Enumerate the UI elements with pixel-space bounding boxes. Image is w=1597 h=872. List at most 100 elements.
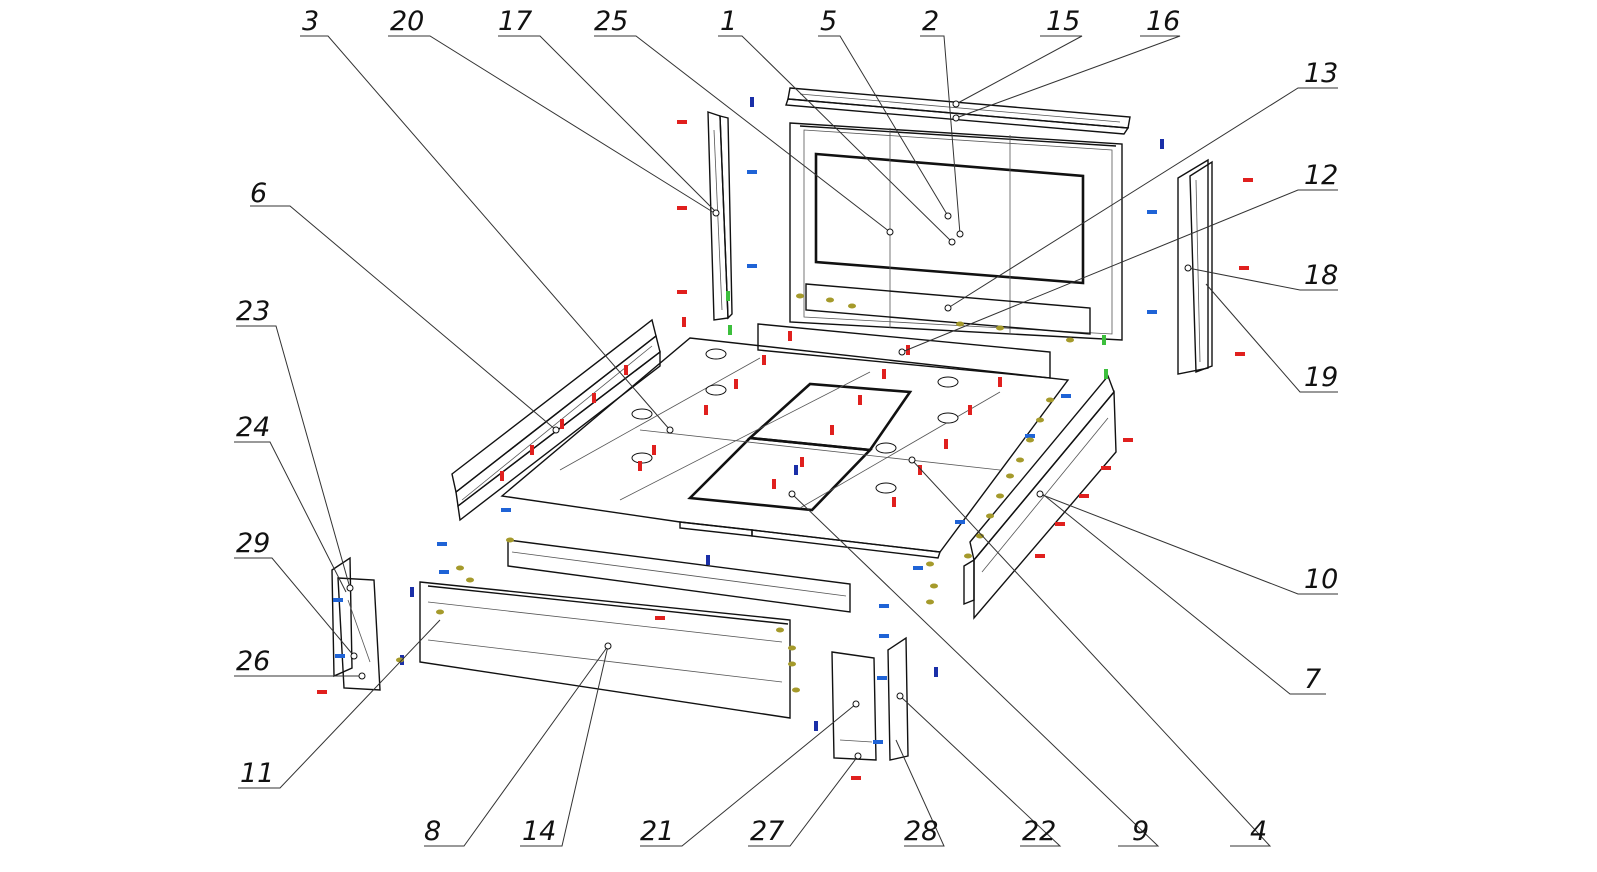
part-label-26: 26 [236, 646, 270, 677]
fastener-mark [1235, 352, 1245, 356]
part-label-16: 16 [1146, 6, 1180, 37]
fastener-mark [677, 120, 687, 124]
hardware-fasteners [317, 97, 1253, 780]
left-side-rail [451, 318, 661, 522]
fastener-mark [560, 419, 564, 429]
fastener-mark [877, 676, 887, 680]
part-label-13: 13 [1304, 58, 1338, 89]
fastener-mark [879, 634, 889, 638]
part-label-20: 20 [390, 6, 424, 37]
leader-lines [234, 35, 1338, 847]
fastener-mark [892, 497, 896, 507]
fastener-mark [918, 465, 922, 475]
part-label-28: 28 [904, 816, 938, 847]
fastener-mark [1101, 466, 1111, 470]
cam-lock-mark [1036, 417, 1044, 423]
front-cross-beam [507, 539, 851, 613]
fastener-mark [437, 542, 447, 546]
fastener-mark [592, 393, 596, 403]
cam-lock-mark [826, 297, 834, 303]
fastener-mark [706, 555, 710, 565]
part-label-18: 18 [1304, 260, 1338, 291]
part-label-17: 17 [498, 6, 532, 37]
cam-lock-mark [788, 645, 796, 651]
fastener-mark [728, 325, 732, 335]
part-label-24: 24 [236, 412, 270, 443]
fastener-mark [624, 365, 628, 375]
right-side-rail [963, 374, 1117, 620]
cam-lock-mark [930, 583, 938, 589]
part-label-4: 4 [1250, 816, 1267, 847]
fastener-mark [944, 439, 948, 449]
cam-lock-mark [926, 561, 934, 567]
cam-lock-mark [1066, 337, 1074, 343]
fastener-mark [726, 291, 730, 301]
fastener-mark [788, 331, 792, 341]
fastener-mark [1025, 434, 1035, 438]
fastener-mark [677, 206, 687, 210]
fastener-mark [704, 405, 708, 415]
part-label-2: 2 [922, 6, 939, 37]
cam-lock-mark [964, 553, 972, 559]
fastener-mark [655, 616, 665, 620]
cam-lock-mark [1006, 473, 1014, 479]
cam-lock-mark [466, 577, 474, 583]
cam-lock-mark [1026, 437, 1034, 443]
fastener-mark [955, 520, 965, 524]
fastener-mark [1147, 210, 1157, 214]
part-label-29: 29 [236, 528, 270, 559]
fastener-mark [800, 457, 804, 467]
fastener-mark [500, 471, 504, 481]
fastener-mark [830, 425, 834, 435]
fastener-mark [1102, 335, 1106, 345]
fastener-mark [638, 461, 642, 471]
part-label-5: 5 [820, 6, 837, 37]
part-label-8: 8 [424, 816, 441, 847]
cam-lock-mark [506, 537, 514, 543]
part-label-21: 21 [640, 816, 674, 847]
fastener-mark [794, 465, 798, 475]
part-label-1: 1 [720, 6, 737, 37]
cam-lock-mark [1016, 457, 1024, 463]
fastener-mark [1239, 266, 1249, 270]
fastener-mark [652, 445, 656, 455]
part-label-15: 15 [1046, 6, 1080, 37]
left-foot-leg [331, 556, 381, 691]
fastener-mark [747, 170, 757, 174]
part-label-25: 25 [594, 6, 628, 37]
part-label-27: 27 [750, 816, 784, 847]
fastener-mark [677, 290, 687, 294]
fastener-mark [1055, 522, 1065, 526]
fastener-mark [333, 598, 343, 602]
fastener-mark [998, 377, 1002, 387]
headboard-top-rail [785, 87, 1131, 135]
cam-lock-mark [986, 513, 994, 519]
headboard-panel [757, 122, 1123, 379]
fastener-mark [747, 264, 757, 268]
part-label-11: 11 [240, 758, 274, 789]
fastener-mark [882, 369, 886, 379]
fastener-mark [913, 566, 923, 570]
fastener-mark [750, 97, 754, 107]
fastener-mark [734, 379, 738, 389]
cam-lock-mark [926, 599, 934, 605]
fastener-mark [335, 654, 345, 658]
fastener-mark [1243, 178, 1253, 182]
part-label-12: 12 [1304, 160, 1338, 191]
part-number-labels: 3 20 17 25 1 5 2 15 16 13 6 12 18 23 19 … [236, 6, 1338, 847]
fastener-mark [682, 317, 686, 327]
fastener-mark [1035, 554, 1045, 558]
fastener-mark [879, 604, 889, 608]
fastener-mark [762, 355, 766, 365]
fastener-mark [873, 740, 883, 744]
fastener-mark [439, 570, 449, 574]
fastener-mark [1123, 438, 1133, 442]
fastener-mark [1079, 494, 1089, 498]
part-label-19: 19 [1304, 362, 1338, 393]
part-label-6: 6 [250, 178, 267, 209]
part-label-22: 22 [1022, 816, 1056, 847]
bed-platform [500, 337, 1070, 559]
part-label-14: 14 [522, 816, 556, 847]
part-label-7: 7 [1304, 664, 1321, 695]
